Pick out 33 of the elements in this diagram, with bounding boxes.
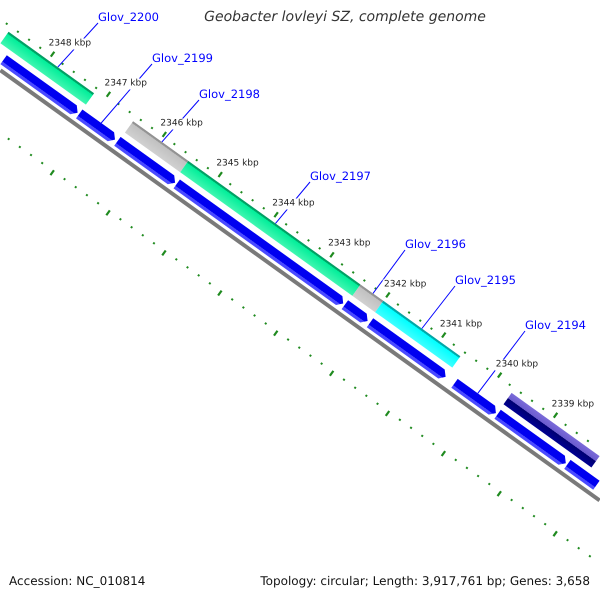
scale-label: 2339 kbp: [550, 399, 596, 410]
gene-feature: [352, 284, 384, 312]
gene-feature: [451, 378, 496, 415]
scale-label: 2342 kbp: [382, 279, 428, 290]
scale-label: 2343 kbp: [327, 238, 372, 250]
gene-feature: [0, 55, 78, 114]
gene-label: Glov_2196: [405, 237, 466, 251]
scale-label: 2348 kbp: [48, 38, 92, 50]
gene-label: Glov_2198: [199, 87, 260, 101]
gene-feature: [76, 110, 115, 142]
gene-feature: [342, 300, 368, 322]
scale-label: 2345 kbp: [215, 158, 260, 170]
accession-text: Accession: NC_010814: [9, 574, 146, 589]
scale-label: 2344 kbp: [271, 198, 316, 210]
genome-info-text: Topology: circular; Length: 3,917,761 bp; Genes: 3,658: [260, 574, 590, 589]
scale-label: 2347 kbp: [104, 78, 148, 90]
leader-line: [421, 286, 456, 329]
gene-feature: [564, 460, 600, 490]
scale-label: 2346 kbp: [159, 118, 204, 130]
leader-line: [372, 250, 406, 294]
gene-feature: [504, 392, 600, 468]
gene-label: Glov_2195: [455, 273, 516, 287]
gene-feature: [375, 300, 460, 368]
scale-label: 2340 kbp: [494, 359, 540, 370]
gene-feature: [114, 136, 176, 184]
scale-label: 2341 kbp: [438, 319, 484, 330]
gene-label: Glov_2200: [98, 10, 159, 24]
gene-label: Glov_2194: [525, 318, 586, 332]
gene-feature: [494, 410, 566, 465]
gene-feature: [0, 32, 94, 105]
gene-label: Glov_2197: [310, 169, 371, 183]
gene-label: Glov_2199: [152, 51, 213, 65]
chart-title: Geobacter lovleyi SZ, complete genome: [204, 9, 486, 25]
